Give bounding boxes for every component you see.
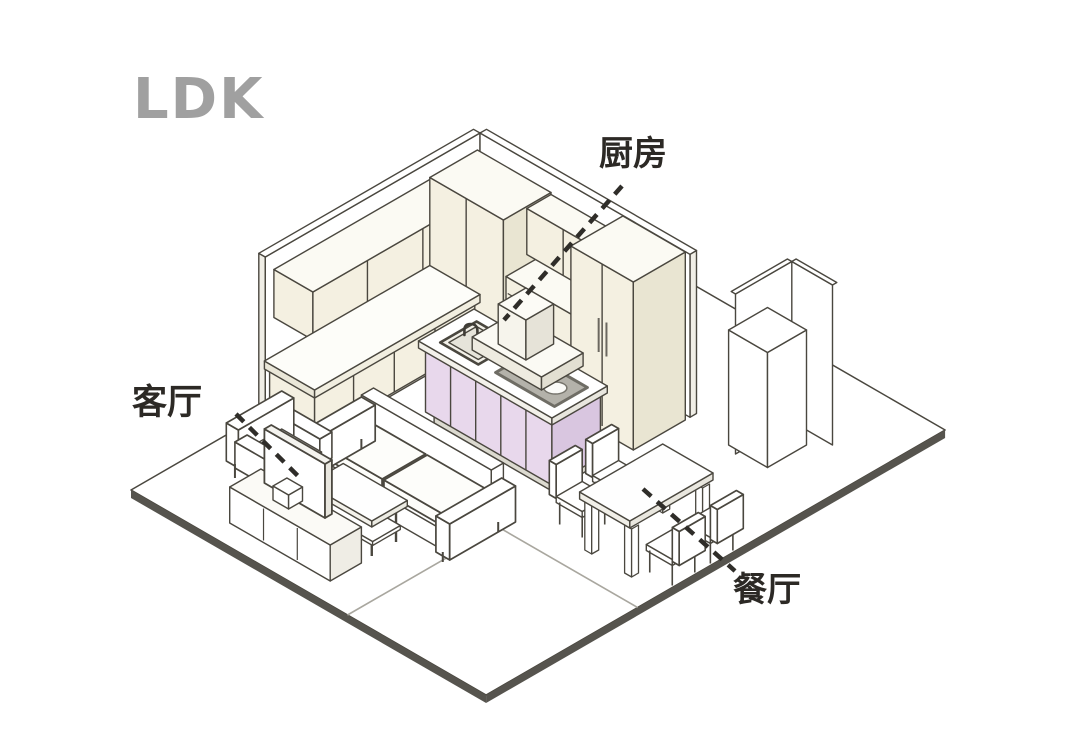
dining-table xyxy=(578,443,714,578)
tv-stand xyxy=(228,468,363,582)
partition-wall xyxy=(727,258,838,469)
dining-chairs-front xyxy=(645,489,745,586)
dining-room-label: 餐厅 xyxy=(733,570,801,610)
page-title: LDK xyxy=(133,67,265,132)
living-room-label: 客厅 xyxy=(132,383,203,423)
leader-lines xyxy=(234,184,737,573)
kitchen-room-label: 厨房 xyxy=(599,134,667,174)
